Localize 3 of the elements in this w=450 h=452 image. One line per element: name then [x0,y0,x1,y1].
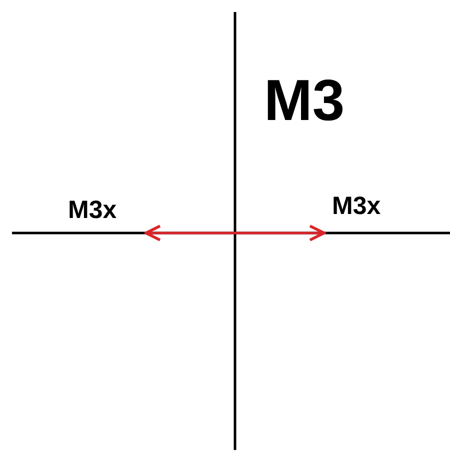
title: M3 [264,72,345,130]
axis-label: M3x [68,198,117,223]
axis-label: M3x [332,194,381,219]
